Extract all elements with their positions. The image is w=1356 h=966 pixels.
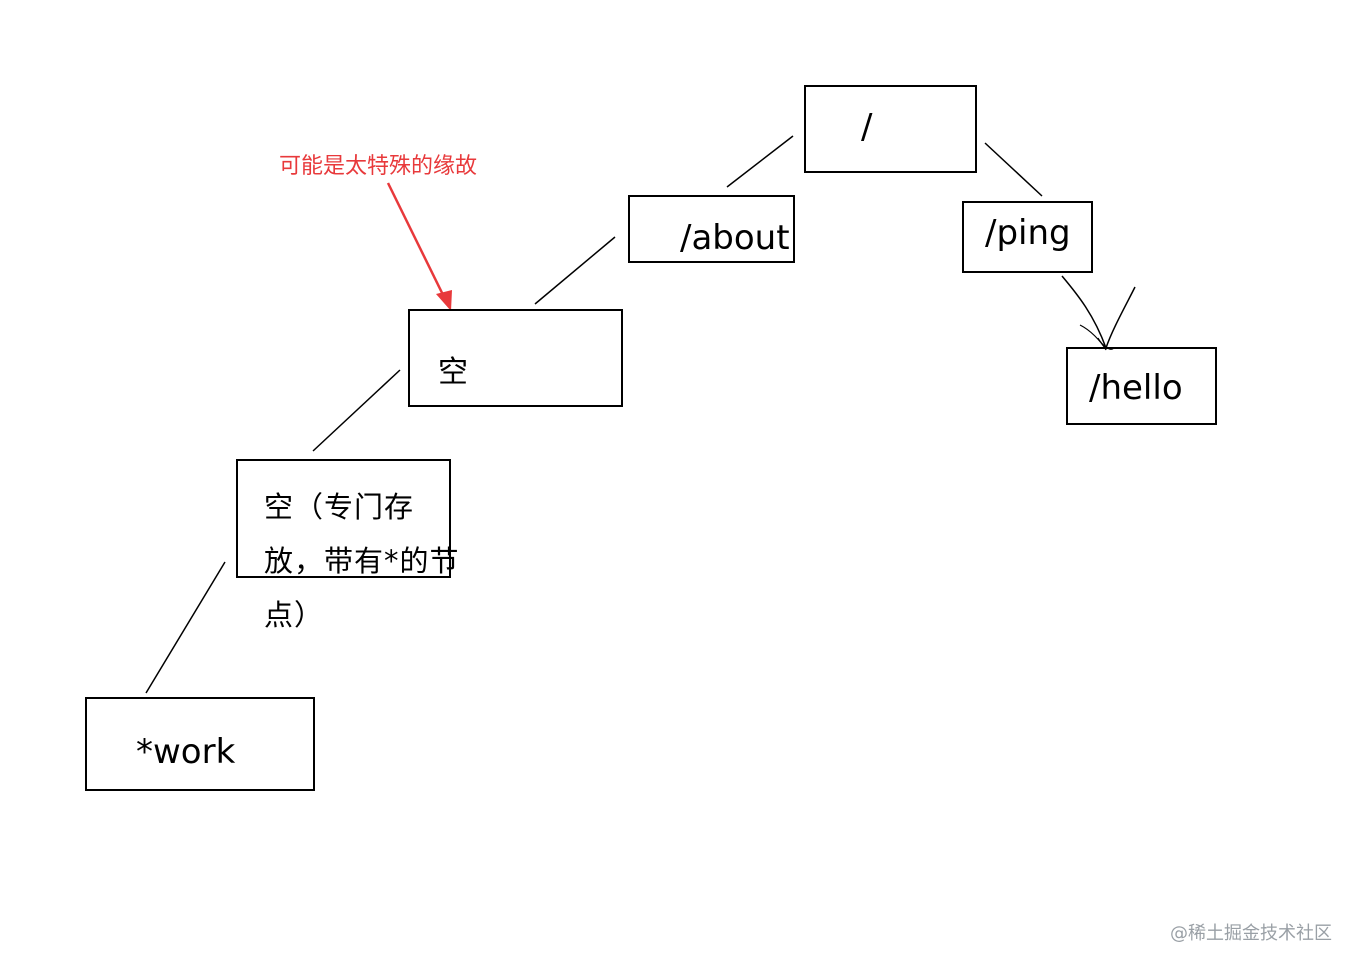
node-hello-label: /hello [1089,368,1183,408]
node-empty-label: 空 [438,355,468,390]
annotation-arrow-head [436,290,452,311]
node-work-label: *work [136,732,236,772]
edge-ping-hello [1061,275,1136,351]
node-about [628,195,795,263]
edge-empty-holder [312,369,401,452]
node-work [85,697,315,791]
node-root [804,85,977,173]
annotation-arrow-shaft [386,182,449,304]
annotation-text: 可能是太特殊的缘故 [279,154,478,179]
edge-about-empty [534,236,616,305]
node-empty [408,309,623,407]
edge-holder-work [145,561,226,694]
edge-root-about [726,135,794,188]
node-about-label: /about [680,218,790,258]
edge-root-ping [984,142,1043,197]
node-wildcard-holder-label: 空（专门存放，带有*的节点） [264,490,460,632]
node-ping [962,201,1093,273]
watermark-text: @稀土掘金技术社区 [1170,923,1332,944]
node-ping-label: /ping [985,213,1071,253]
node-hello [1066,347,1217,425]
node-wildcard-holder [236,459,451,578]
node-root-label: / [861,107,873,147]
